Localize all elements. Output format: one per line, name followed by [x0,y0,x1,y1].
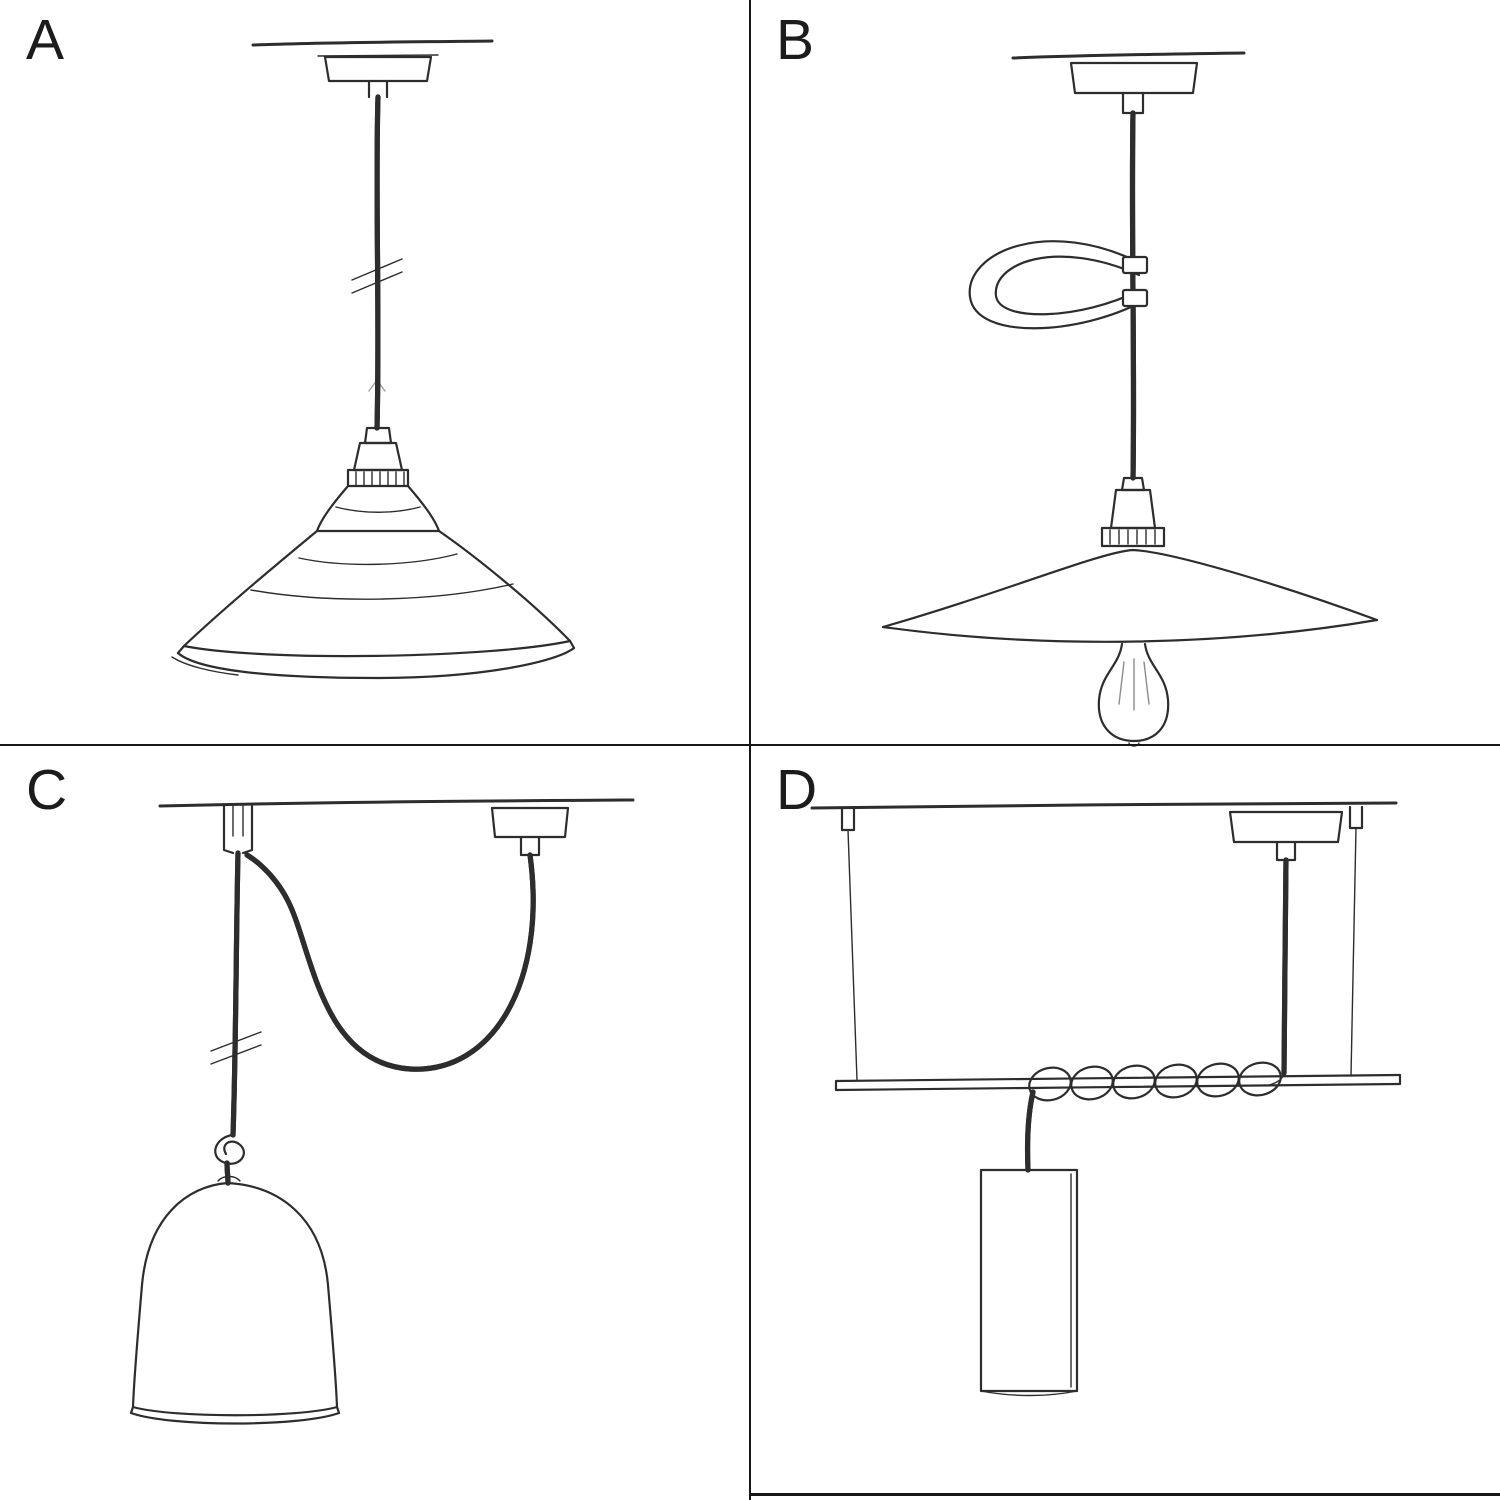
lamp-holder [315,426,441,533]
ceiling-rose [1069,61,1199,95]
ceiling-line [251,39,494,47]
sketch-b-pendant-flat-dish-shade [881,51,1379,747]
pendant-cable [1121,91,1145,481]
ceiling-line [158,798,635,808]
cable-shorten-arrow [368,379,386,392]
drop-cable [230,850,241,1138]
sketch-a-pendant-industrial-shade [171,39,576,680]
swag-hook-bracket [222,804,254,855]
pendant-cable [1265,857,1289,1087]
drop-cable [1028,1089,1036,1173]
tube-shade [979,1168,1079,1397]
ceiling-line [1011,51,1246,60]
label-b: B [776,8,816,72]
label-a: A [26,8,66,72]
bottom-edge-line [750,1493,1500,1496]
label-c: C [26,758,69,822]
ceiling-rose [317,54,439,83]
quadrant-a: A [0,0,750,750]
coiled-cable-wraps [1028,1061,1282,1102]
cable-knot [214,1133,245,1186]
right-suspension-wire [1348,805,1364,1077]
bell-shade [129,1175,341,1425]
cable-clip-loop [968,240,1149,330]
cable-break-mark [210,1031,262,1065]
sketch-c-swag-bell-shade [129,798,635,1425]
ceiling-rose [490,806,570,857]
cable-break-mark [351,258,403,294]
sketch-d-bar-suspension-tube-shade [810,801,1402,1397]
pendant-cable [367,79,389,431]
label-d: D [776,758,819,822]
quadrant-c: C [0,750,750,1500]
vertical-divider [749,0,751,1500]
horizontal-divider [0,744,1500,746]
horizontal-bar [834,1073,1402,1092]
ceiling-rose [1228,810,1344,862]
quadrant-d: D [750,750,1500,1500]
left-suspension-wire [840,807,858,1081]
lamp-holder [1100,476,1166,548]
ceiling-line [810,801,1398,810]
flat-dish-shade [881,548,1379,643]
quadrant-b: B [750,0,1500,750]
light-bulb [1097,642,1170,747]
industrial-bowl-shade [171,529,576,680]
swag-cable [244,852,533,1069]
